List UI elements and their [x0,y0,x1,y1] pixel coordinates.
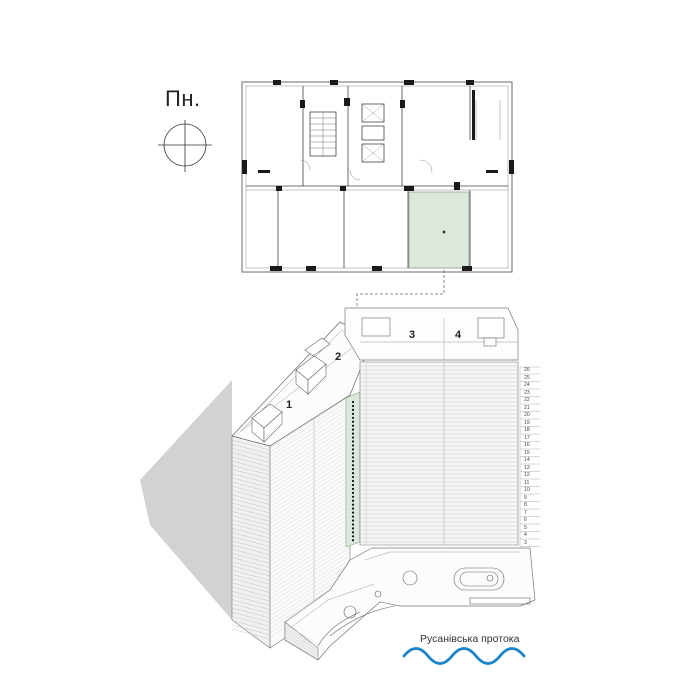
section-label-4: 4 [455,329,462,341]
highlighted-apartment [408,191,470,269]
floor-number: 4 [524,532,527,538]
right-block-facade [359,361,519,546]
floor-number: 12 [524,472,530,478]
floor-number: 14 [524,457,530,463]
floor-number: 13 [524,464,530,471]
floor-number: 5 [524,524,527,531]
floor-number: 24 [524,382,530,388]
floor-number: 25 [524,374,530,381]
section-label-3: 3 [409,329,416,341]
floor-plan [241,81,513,273]
building-shadow [140,380,232,620]
floor-number: 15 [524,449,530,456]
floor-number: 8 [524,502,527,508]
compass-icon [158,120,212,172]
floor-number: 9 [524,494,527,501]
floor-number: 26 [524,367,530,373]
floor-number: 20 [524,412,530,418]
leader-line [356,270,445,312]
floor-number: 19 [524,419,530,426]
floor-number: 3 [524,539,527,546]
floor-number: 10 [524,487,530,493]
plan-columns [242,80,514,271]
section-label-2: 2 [335,351,342,363]
roof-structures [251,337,331,443]
floor-number: 21 [524,404,530,411]
floor-number: 17 [524,434,530,441]
river-label: Русанівська протока [420,633,520,645]
section-label-1: 1 [286,399,293,411]
floor-number: 16 [524,442,530,448]
tower-west-face [231,435,271,649]
floor-number: 11 [524,479,530,486]
floor-number: 18 [524,427,530,433]
water-wave-icon [402,647,526,665]
north-label: Пн. [165,86,201,111]
floor-number: 7 [524,509,527,516]
floor-number: 22 [524,397,530,403]
floor-number: 6 [524,517,527,523]
podium-roof-details [317,567,531,647]
floor-number: 23 [524,389,530,396]
